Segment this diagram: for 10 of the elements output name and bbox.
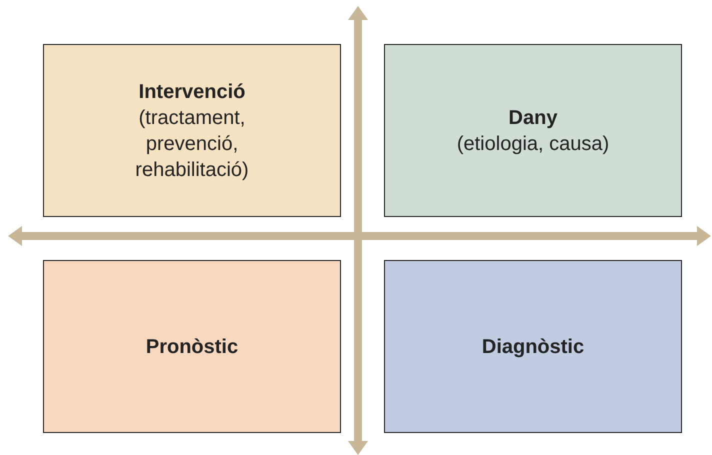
quadrant-box	[384, 44, 682, 217]
quadrant-box	[43, 260, 341, 433]
quadrant-box	[43, 44, 341, 217]
quadrant-title: Dany	[508, 106, 558, 130]
quadrant-title: Diagnòstic	[482, 334, 584, 360]
quadrant-title: Intervenció	[138, 80, 246, 104]
quadrant-box	[384, 260, 682, 433]
quadrant-description: (etiologia, causa)	[456, 132, 610, 156]
quadrant-description: (tractament, prevenció, rehabilitació)	[134, 106, 250, 182]
quadrant-title: Pronòstic	[146, 334, 238, 360]
